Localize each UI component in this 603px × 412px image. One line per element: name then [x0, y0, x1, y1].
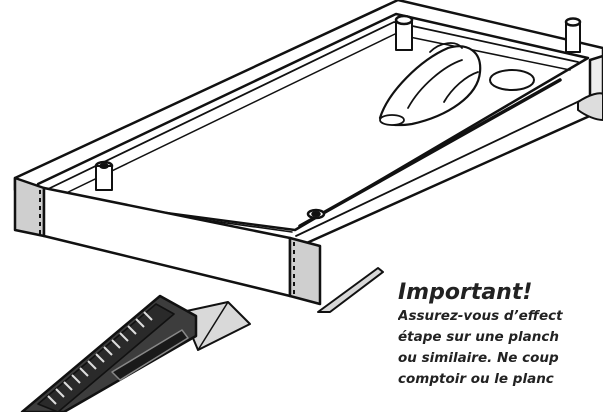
note-line: comptoir ou le planc [398, 371, 554, 387]
utility-knife-icon [20, 294, 251, 412]
note-line: ou similaire. Ne coup [398, 350, 559, 366]
note-line: étape sur une planch [398, 329, 559, 345]
note-line: Assurez-vous d’effect [398, 308, 563, 324]
important-note: Important! Assurez-vous d’effect étape s… [398, 280, 603, 412]
foam-strip-icon [13, 176, 322, 306]
note-title: Important! [398, 280, 533, 305]
cardboard-sheet-icon [317, 267, 384, 313]
